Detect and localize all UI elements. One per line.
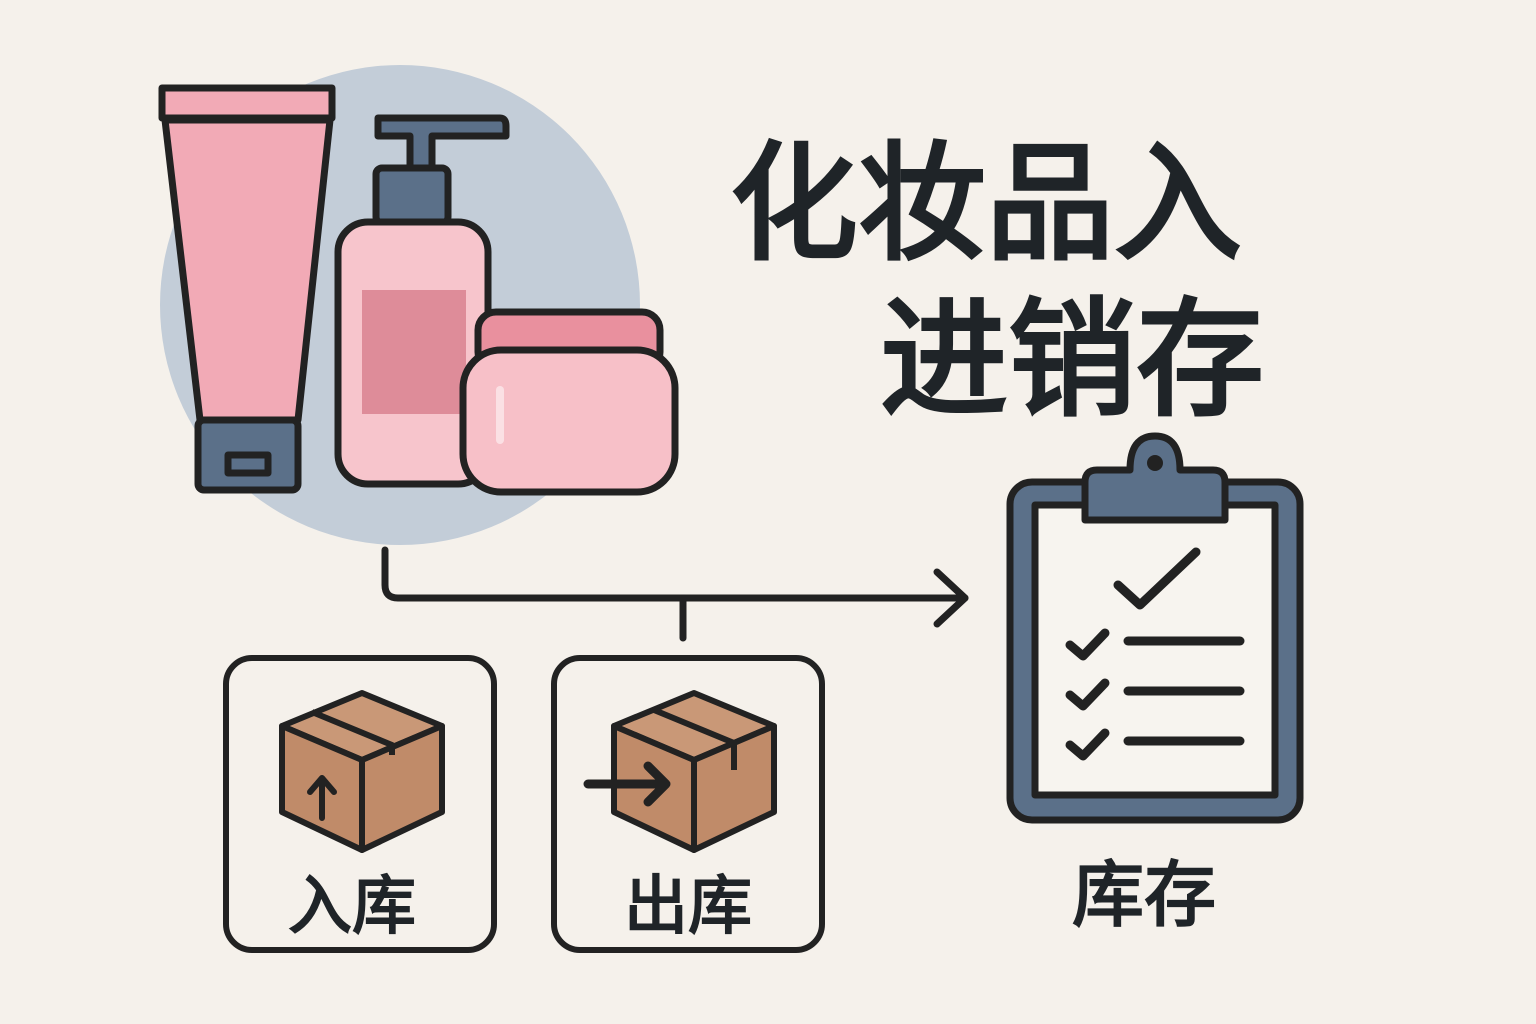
inventory-label: 库存 xyxy=(1072,853,1216,937)
arrow-head-icon xyxy=(933,568,969,628)
inbound-node[interactable]: 入库 xyxy=(223,655,497,953)
title-line-1: 化妆品入 xyxy=(730,130,1242,279)
outbound-node[interactable]: 出库 xyxy=(551,655,825,953)
inbound-label: 入库 xyxy=(288,870,416,944)
flow-connector xyxy=(381,546,969,642)
clipboard-checklist-icon xyxy=(1006,432,1304,824)
title-line-2: 进销存 xyxy=(880,286,1264,435)
outbound-label: 出库 xyxy=(624,870,752,944)
box-arrow-right-icon xyxy=(583,690,777,853)
cosmetic-tube-icon xyxy=(158,84,336,494)
tube-cap-stripes xyxy=(177,96,311,110)
cream-jar-icon xyxy=(459,308,679,496)
pump-bottle-icon xyxy=(334,114,510,488)
box-arrow-up-icon xyxy=(279,690,445,853)
